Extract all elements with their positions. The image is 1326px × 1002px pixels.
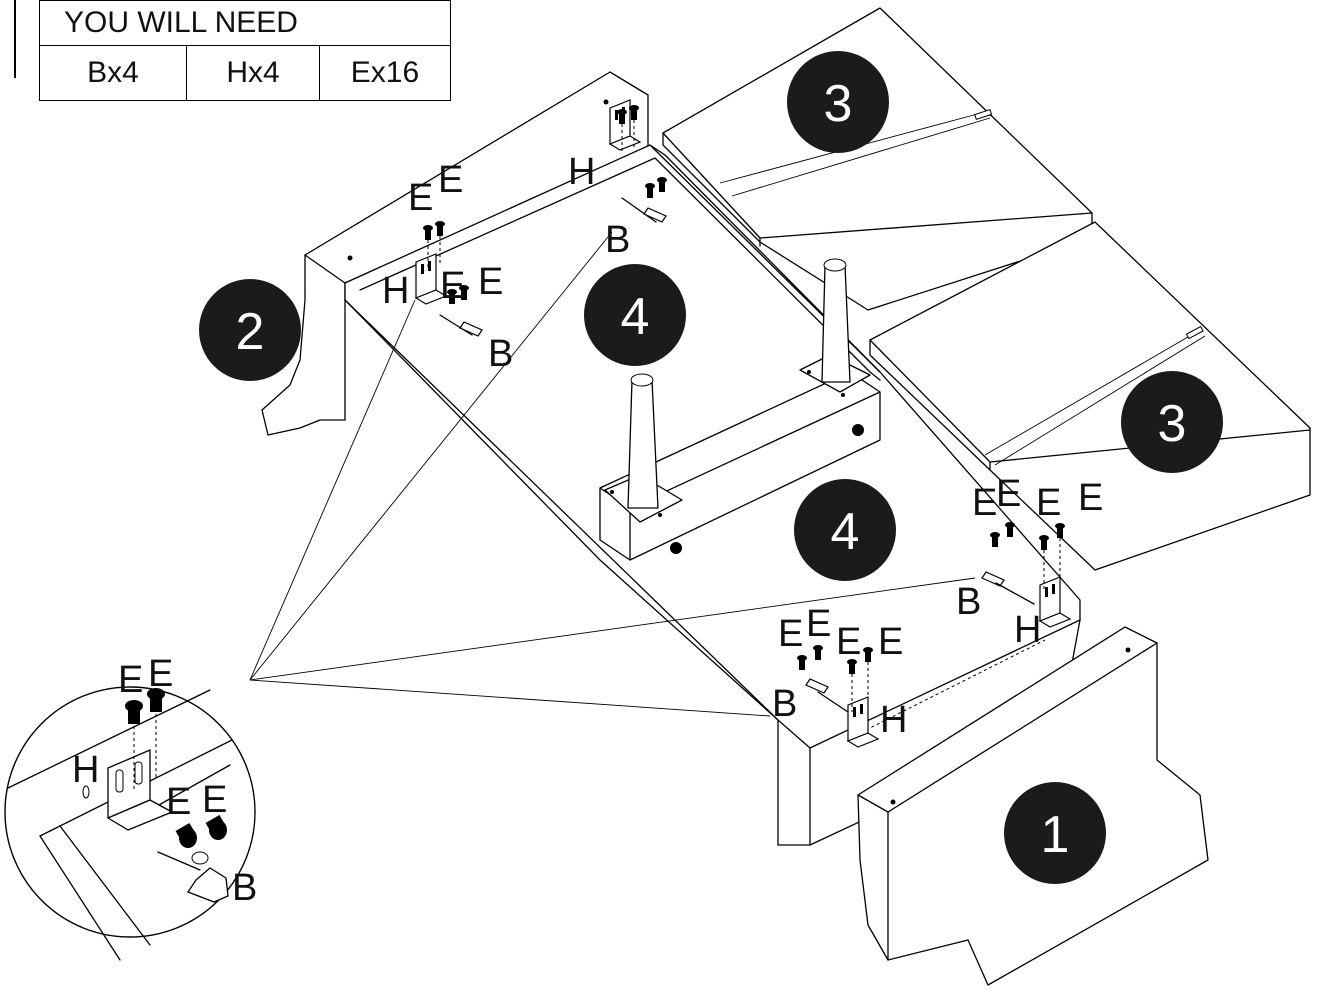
bolt-dot [670,542,682,554]
parts-table-items-row: Bx4 Hx4 Ex16 [39,45,451,101]
label-e: E [996,473,1021,515]
part-number-2: 2 [236,303,265,361]
backrest-cushion-top [662,7,1093,311]
label-e: E [408,177,433,219]
label-b: B [956,581,981,623]
label-h: H [72,749,99,791]
label-e: E [778,613,803,655]
parts-item-e: Ex16 [319,45,451,101]
label-h: H [568,151,595,193]
letter-labels: E E H E E B H B E E E E B H E E E E B H … [72,151,1103,909]
screws-e [423,221,469,304]
label-e: E [148,653,173,695]
parts-needed-table: YOU WILL NEED Bx4 Hx4 Ex16 [39,0,451,101]
screws-e [990,522,1065,590]
detail-magnifier [4,686,256,961]
label-e: E [972,482,997,524]
part-number-4-rear: 4 [621,288,650,346]
label-b: B [232,867,257,909]
label-b: B [488,333,513,375]
label-h: H [382,270,409,312]
screws-e [797,645,873,712]
label-e: E [440,265,465,307]
part-number-3-right: 3 [1158,395,1187,453]
label-e: E [202,779,227,821]
part-number-4-front: 4 [831,503,860,561]
screws-e [617,105,667,198]
page-edge-mark [0,0,16,78]
bolt-dot [852,424,864,436]
label-e: E [438,159,463,201]
label-b: B [772,683,797,725]
label-b: B [605,219,630,261]
seat-panel-front: 4 [794,479,896,581]
label-e: E [118,659,143,701]
parts-table-header-row: YOU WILL NEED [39,0,451,46]
parts-item-b: Bx4 [39,45,187,101]
part-number-1: 1 [1041,806,1070,864]
leg-middle [604,373,683,523]
label-e: E [836,621,861,663]
label-e: E [878,621,903,663]
part-badge-2: 2 [199,279,301,381]
parts-table-header: YOU WILL NEED [39,0,451,46]
part-number-3-top: 3 [824,75,853,133]
label-e: E [1036,482,1061,524]
part-badge-3-right: 3 [1121,371,1223,473]
armrest-left [261,71,649,436]
parts-item-h: Hx4 [186,45,320,101]
label-h: H [1014,609,1041,651]
label-h: H [880,699,907,741]
seat-panel-rear: 4 [584,264,686,366]
part-badge-3-top: 3 [787,51,889,153]
part-badge-1: 1 [1004,782,1106,884]
detail-callout-lines [249,231,976,717]
leg-rear [799,258,871,397]
label-e: E [166,781,191,823]
label-e: E [478,261,503,303]
label-e: E [806,603,831,645]
label-e: E [1078,477,1103,519]
